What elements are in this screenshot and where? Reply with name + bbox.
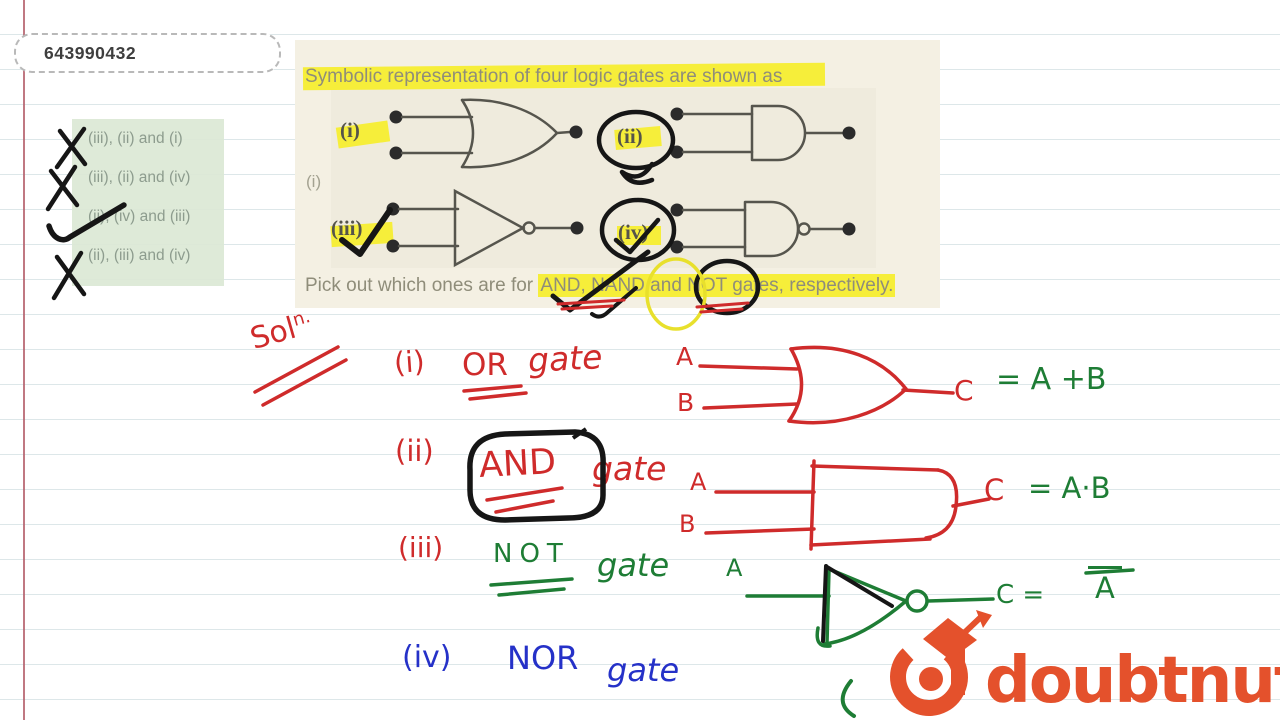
a-bar: A xyxy=(1088,566,1122,605)
option-b[interactable]: (iii), (ii) and (iv) xyxy=(72,158,224,197)
red-ink-marks xyxy=(253,298,991,551)
question-title: Symbolic representation of four logic ga… xyxy=(305,66,783,87)
brand-wordmark: doubtnut xyxy=(985,644,1280,718)
options-panel: (iii), (ii) and (i) (iii), (ii) and (iv)… xyxy=(72,119,224,286)
question-footer: Pick out which ones are for AND, NAND an… xyxy=(305,274,896,297)
solution-heading-underline xyxy=(253,345,348,407)
gate2-label: (ii) xyxy=(617,124,643,148)
step2-output: C xyxy=(984,473,1005,507)
step2-gate-name: AND xyxy=(477,442,558,486)
gate4-label: (iv) xyxy=(618,220,649,244)
gate1-label: (i) xyxy=(340,118,360,142)
step2-equation: = A·B xyxy=(1028,471,1111,505)
margin-line xyxy=(23,0,25,720)
step4-gate-name: NOR xyxy=(507,639,579,677)
brand-logo-icon xyxy=(890,610,992,716)
solution-heading: Soln. xyxy=(246,306,316,357)
step3-gate-word: gate xyxy=(597,546,670,584)
step2-input-a: A xyxy=(690,468,707,496)
stray-green-stroke xyxy=(840,679,856,718)
option-d[interactable]: (ii), (iii) and (iv) xyxy=(72,236,224,275)
gates-figure-background xyxy=(331,88,876,268)
question-id-badge: 643990432 xyxy=(14,33,281,73)
option-c-label: (ii), (iv) and (iii) xyxy=(88,207,191,225)
step2-gate-word: gate xyxy=(592,449,667,488)
footer-highlight-text: AND, NAND and NOT gates, respectively. xyxy=(538,274,896,297)
option-a-label: (iii), (ii) and (i) xyxy=(88,129,183,147)
and-word-underline xyxy=(485,486,564,514)
and-gate-drawing xyxy=(704,459,991,551)
question-id: 643990432 xyxy=(44,42,137,63)
option-d-label: (ii), (iii) and (iv) xyxy=(88,246,191,264)
step1-output: C xyxy=(954,374,974,407)
step1-equation: = A +B xyxy=(996,362,1107,397)
graduation-cap-icon xyxy=(923,618,977,660)
option-a[interactable]: (iii), (ii) and (i) xyxy=(72,119,224,158)
or-word-underline xyxy=(462,384,528,401)
step3-output: C = xyxy=(996,580,1045,610)
step3-gate-name: NOT xyxy=(493,539,570,569)
item-marker: (i) xyxy=(306,172,322,191)
or-gate-drawing xyxy=(698,345,955,425)
step1-input-a: A xyxy=(676,342,694,371)
step3-input-a: A xyxy=(726,554,743,582)
step1-gate-word: gate xyxy=(527,337,604,380)
step2-input-b: B xyxy=(679,510,696,538)
step4-gate-word: gate xyxy=(607,651,680,689)
step1-input-b: B xyxy=(677,388,695,417)
footer-plain-text: Pick out which ones are for xyxy=(305,275,539,296)
option-b-label: (iii), (ii) and (iv) xyxy=(88,168,191,186)
step2-index: (ii) xyxy=(395,434,434,468)
step3-equation-not-a: A xyxy=(1088,566,1122,605)
step4-index: (iv) xyxy=(402,640,452,675)
not-word-underline xyxy=(489,577,574,597)
gate3-label: (iii) xyxy=(331,216,363,240)
option-c[interactable]: (ii), (iv) and (iii) xyxy=(72,197,224,236)
not-gate-drawing xyxy=(745,567,995,648)
step1-index: (i) xyxy=(392,343,426,381)
question-image: Symbolic representation of four logic ga… xyxy=(295,40,940,308)
step1-gate-name: OR xyxy=(462,347,508,383)
not-gate-black-strokes xyxy=(821,564,894,643)
step3-index: (iii) xyxy=(398,531,444,564)
